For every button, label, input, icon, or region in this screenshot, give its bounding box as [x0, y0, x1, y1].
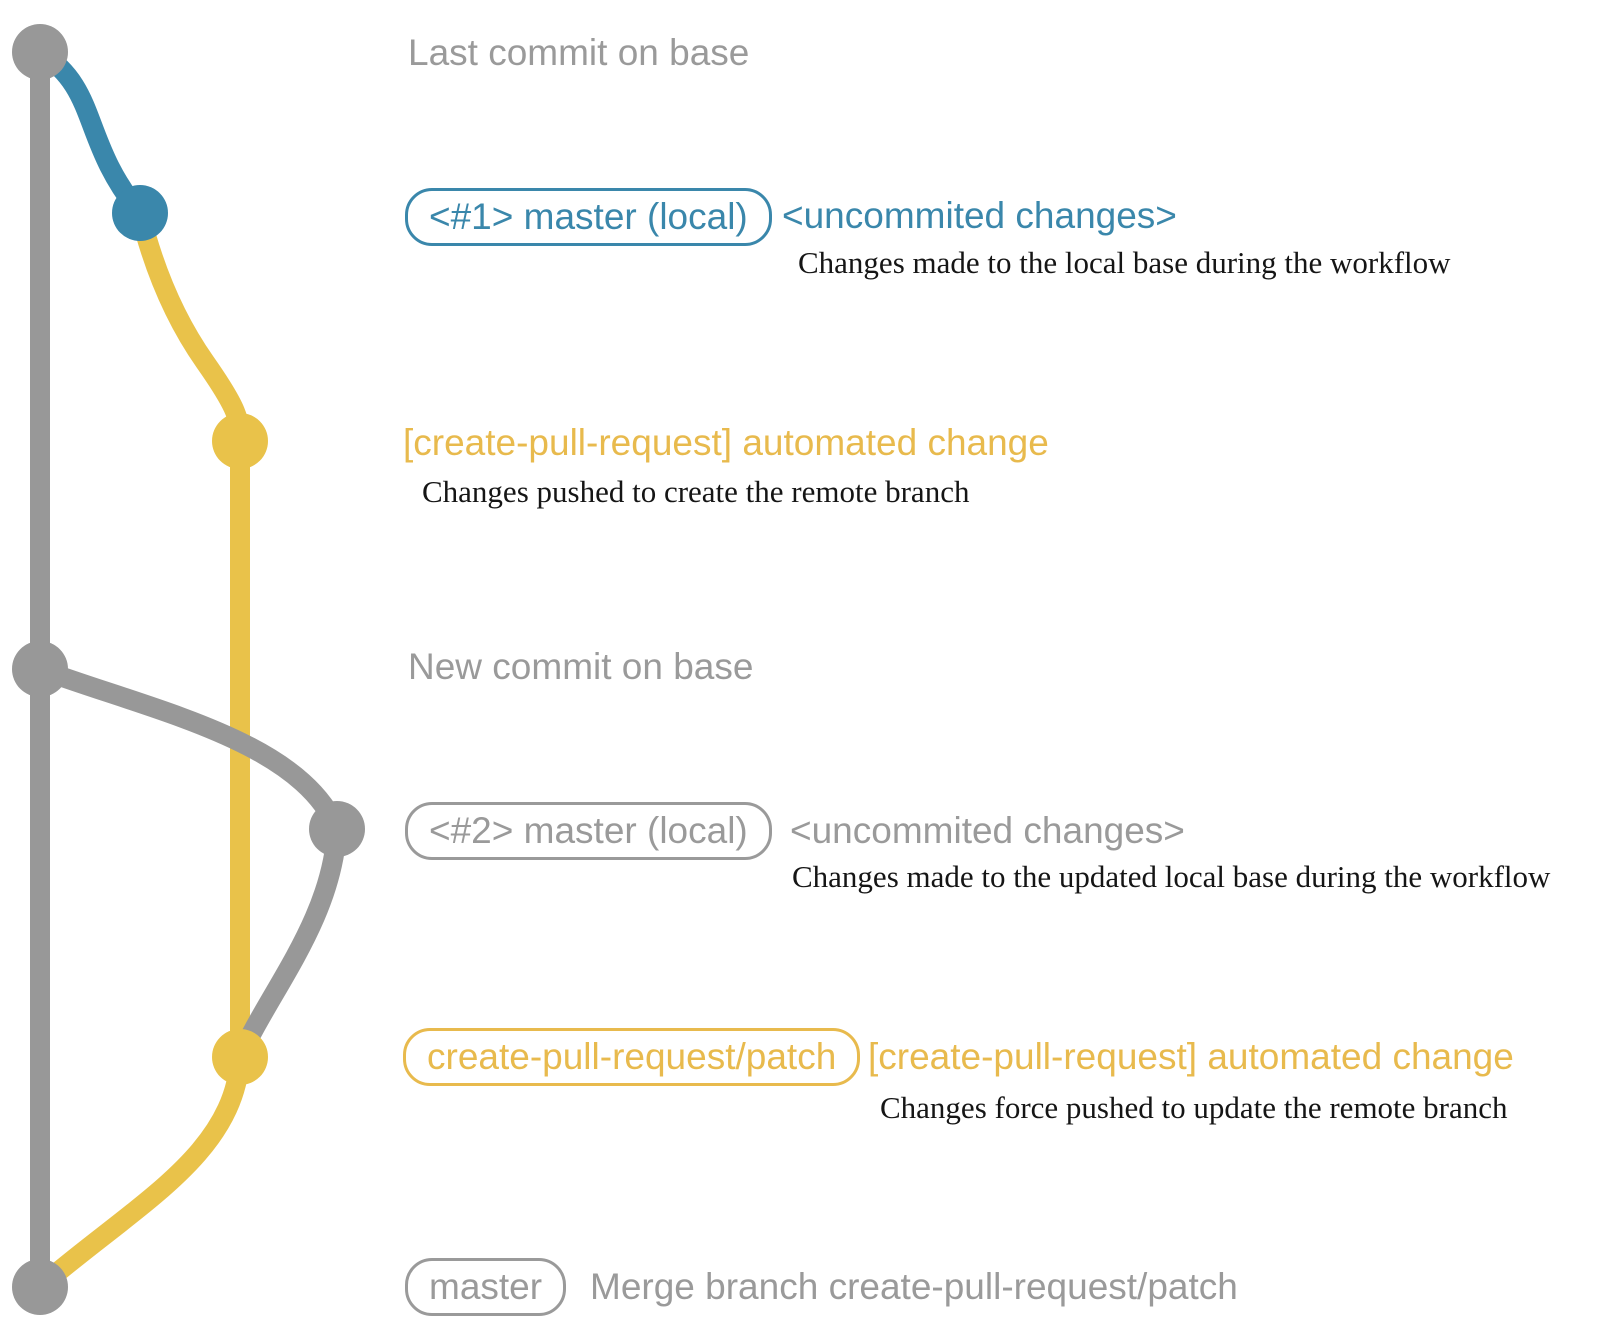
push-1-description: Changes pushed to create the remote bran…	[422, 474, 970, 509]
commit-dot-last-commit-on-base	[12, 24, 68, 80]
rebase-in-curve	[230, 828, 347, 1062]
commit-dot-patch-branch-created	[212, 413, 268, 469]
commit-dot-patch-branch-updated	[212, 1029, 268, 1085]
local-branch-curve	[34, 43, 148, 220]
push-2-description: Changes force pushed to update the remot…	[880, 1090, 1508, 1125]
commit-dot-merge-commit	[12, 1259, 68, 1315]
master-local-2-badge: <#2> master (local)	[405, 802, 772, 860]
automated-change-2-label: [create-pull-request] automated change	[868, 1036, 1514, 1077]
patch-branch-create-curve	[130, 210, 250, 442]
local-changes-1-description: Changes made to the local base during th…	[798, 245, 1451, 280]
master-local-1-badge: <#1> master (local)	[405, 188, 772, 246]
commit-dot-new-commit-on-base	[12, 641, 68, 697]
local-changes-2-description: Changes made to the updated local base d…	[792, 859, 1551, 894]
rebase-out-curve	[36, 659, 347, 834]
commit-dot-local-commit-1	[112, 185, 168, 241]
patch-merge-curve	[33, 1056, 250, 1295]
automated-change-1-label: [create-pull-request] automated change	[403, 422, 1049, 463]
uncommitted-changes-1-label: <uncommited changes>	[782, 195, 1177, 236]
commit-dot-local-commit-2	[309, 801, 365, 857]
patch-branch-badge: create-pull-request/patch	[403, 1028, 861, 1086]
merge-commit-label: Merge branch create-pull-request/patch	[590, 1266, 1238, 1307]
uncommitted-changes-2-label: <uncommited changes>	[790, 810, 1185, 851]
last-commit-label: Last commit on base	[408, 32, 750, 73]
new-commit-label: New commit on base	[408, 646, 754, 687]
master-badge: master	[405, 1258, 567, 1316]
